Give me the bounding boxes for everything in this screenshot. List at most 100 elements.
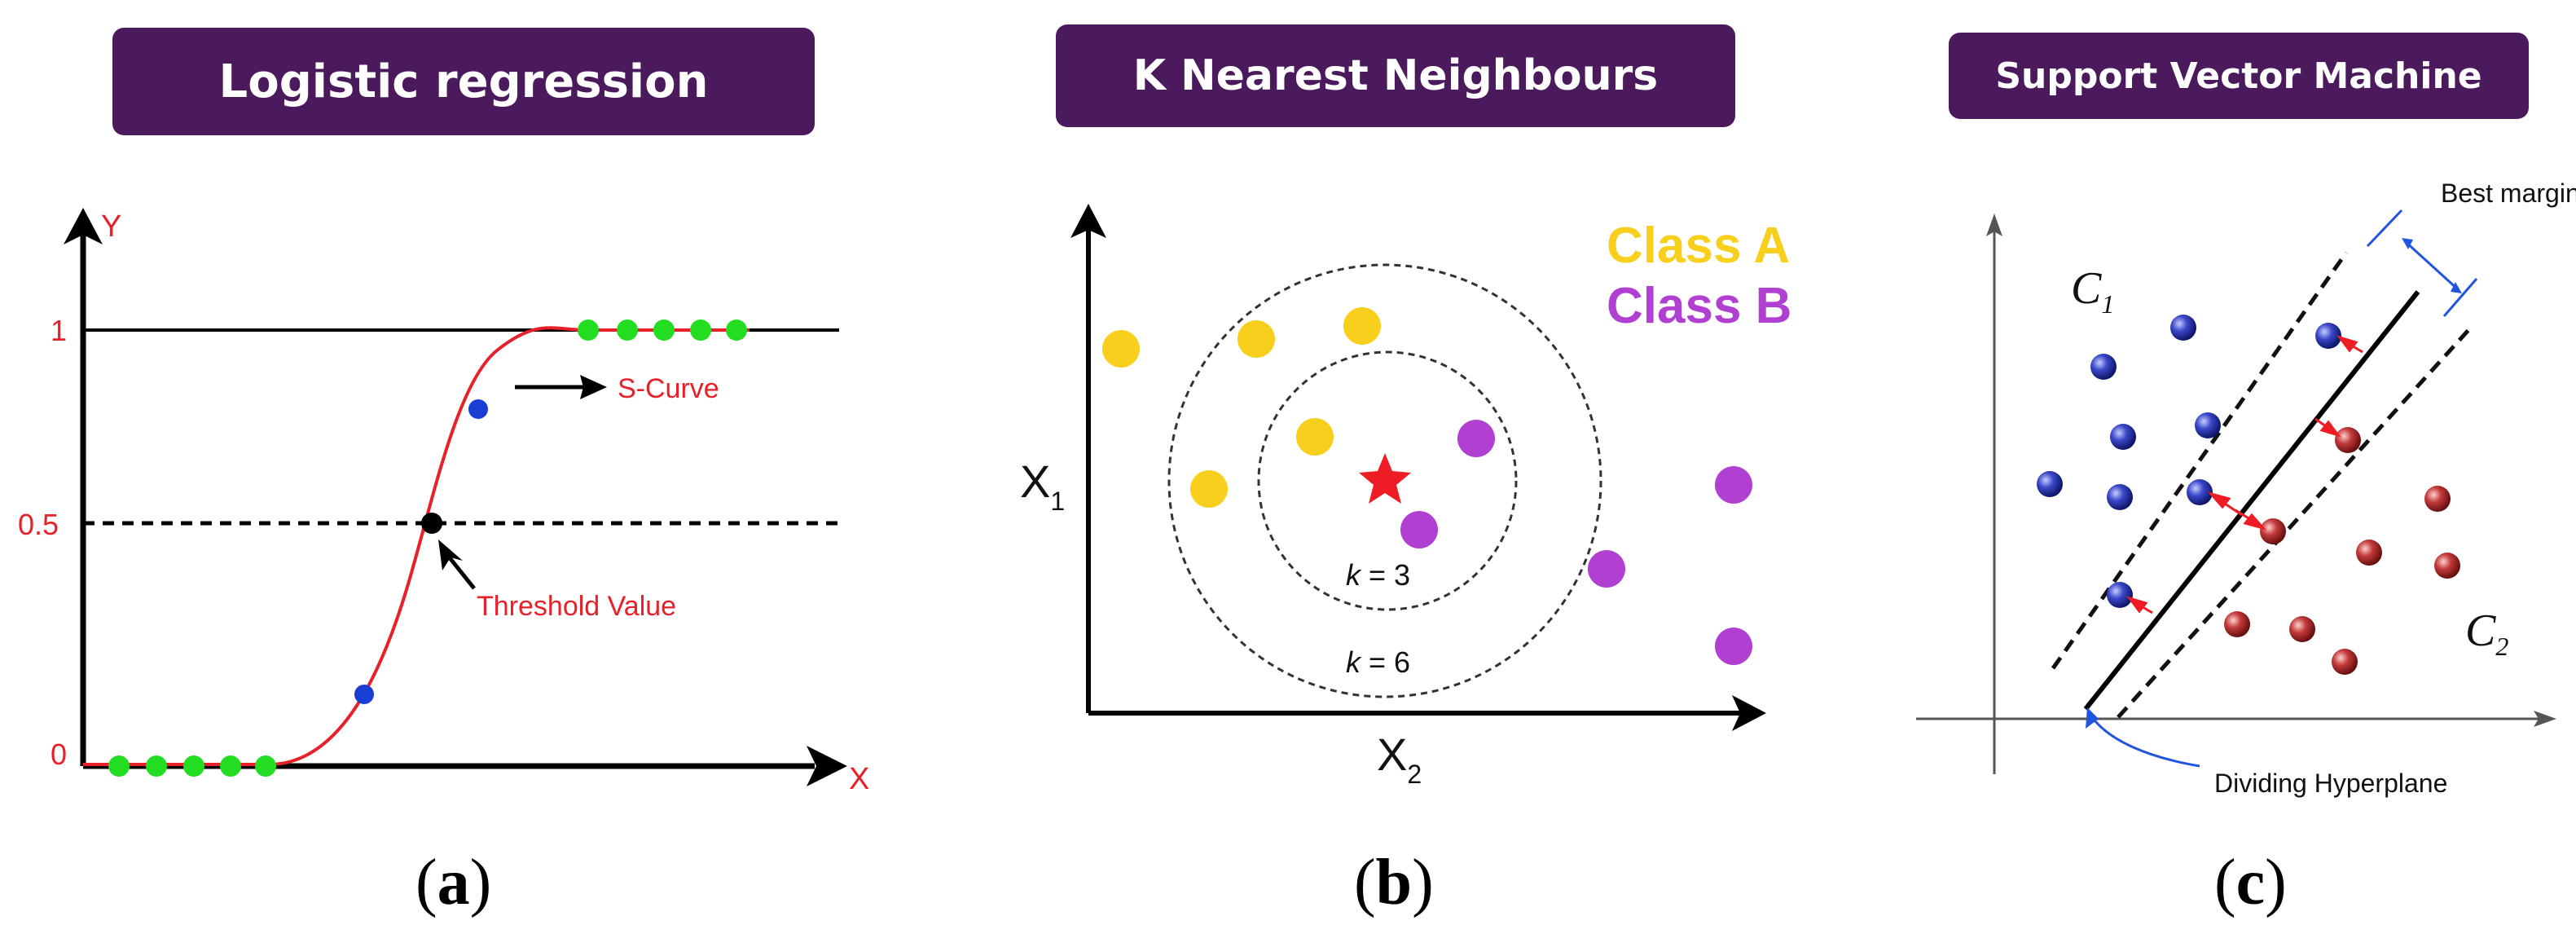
margin-arrowhead-left <box>2402 238 2413 249</box>
class-1-point <box>653 319 675 341</box>
class-b-point <box>1715 466 1752 504</box>
class-1-point <box>578 319 599 341</box>
class-b-point <box>1457 420 1495 457</box>
best-margin-label: Best margin <box>2441 178 2576 208</box>
class-2-point <box>2424 486 2451 512</box>
class-0-point <box>108 755 130 777</box>
margin-arrowhead <box>2126 596 2148 614</box>
mid-point <box>468 399 488 419</box>
k6-circle <box>1167 263 1602 698</box>
support-vector-red <box>2260 518 2286 544</box>
class-a-point <box>1190 470 1228 508</box>
class-0-point <box>146 755 167 777</box>
margin-arrowhead <box>2336 335 2358 353</box>
threshold-label: Threshold Value <box>477 591 676 622</box>
class-1-point <box>726 319 747 341</box>
margin-arrowhead <box>2319 420 2341 438</box>
panel-c-x-arrowhead <box>2534 711 2556 727</box>
hyperplane-pointer-arrowhead <box>2086 707 2099 729</box>
margin-arrowhead <box>2243 513 2267 531</box>
query-star-icon <box>1359 453 1411 504</box>
class-1-point <box>617 319 638 341</box>
panel-c-title: Support Vector Machine <box>1949 33 2529 119</box>
threshold-point <box>421 513 442 534</box>
s-curve-arrowhead <box>580 375 607 399</box>
panel-a-x-label: X <box>849 762 869 796</box>
support-vector-blue <box>2315 323 2341 349</box>
panel-a-label: (a) <box>415 847 492 918</box>
margin-tick-right <box>2442 278 2478 317</box>
class-1-point <box>2037 471 2063 497</box>
panel-b-y-arrowhead <box>1070 204 1106 238</box>
class-a-point <box>1237 320 1275 358</box>
tick-label-0: 0 <box>51 738 67 771</box>
class-1-point <box>2187 479 2213 505</box>
class-a-point <box>1343 307 1381 345</box>
panel-b-x-arrowhead <box>1732 695 1766 731</box>
class-2-point <box>2434 553 2460 579</box>
tick-label-1: 1 <box>51 314 67 347</box>
s-curve-label: S-Curve <box>618 373 719 404</box>
margin-arrowhead-right <box>2451 282 2462 293</box>
class-0-point <box>183 755 204 777</box>
panel-a-y-label: Y <box>101 209 121 244</box>
class-0-points <box>108 755 276 777</box>
panel-c-y-arrowhead <box>1986 214 2002 236</box>
class-2-point <box>2224 611 2250 637</box>
class-2-point <box>2356 540 2382 566</box>
class-b-point <box>1715 628 1752 665</box>
class-1-points <box>578 319 747 341</box>
k6-label: k = 6 <box>1346 645 1410 679</box>
support-vector-red <box>2335 427 2361 453</box>
s-curve <box>83 326 750 766</box>
mid-point <box>354 685 374 704</box>
hyperplane-pointer <box>2090 716 2200 768</box>
class-1-point <box>2107 484 2133 510</box>
tick-label-05: 0.5 <box>18 508 59 541</box>
margin-tick-left <box>2366 209 2403 248</box>
class-2-points <box>2224 427 2460 675</box>
class-1-label: C1 <box>2071 263 2114 319</box>
legend-class-a: Class A <box>1607 218 1790 274</box>
class-1-point <box>2195 412 2221 438</box>
class-b-points <box>1400 420 1752 665</box>
legend-class-b: Class B <box>1607 278 1791 334</box>
class-0-point <box>255 755 276 777</box>
class-0-point <box>220 755 241 777</box>
class-1-point <box>2110 424 2136 450</box>
panel-a-x-arrowhead <box>807 746 847 786</box>
threshold-arrowhead <box>438 540 463 570</box>
class-a-point <box>1102 330 1140 368</box>
class-a-points <box>1102 307 1381 508</box>
panel-b-y-label: X1 <box>1020 456 1065 516</box>
hyperplane-label: Dividing Hyperplane <box>2214 769 2447 798</box>
margin-arrowhead <box>2207 491 2231 509</box>
panel-c-label: (c) <box>2214 847 2287 918</box>
margin-arrows <box>2126 335 2363 614</box>
k3-circle <box>1257 350 1518 611</box>
panel-a-diagram: S-Curve Threshold Value Y X 1 0.5 0 <box>18 208 869 796</box>
class-1-point <box>2090 354 2117 380</box>
threshold-arrow <box>446 554 476 590</box>
panel-b-diagram: k = 3 k = 6 Class A Class B X1 X2 <box>1020 204 1791 789</box>
k3-label: k = 3 <box>1346 558 1410 592</box>
panel-a-title: Logistic regression <box>112 28 815 135</box>
class-1-point <box>2170 315 2196 341</box>
class-b-point <box>1400 511 1438 548</box>
panel-b-label: (b) <box>1354 847 1434 918</box>
class-1-point <box>690 319 711 341</box>
class-1-points <box>2037 315 2341 608</box>
panel-a-y-arrowhead <box>64 208 103 244</box>
panel-b-x-label: X2 <box>1377 729 1422 789</box>
panel-c-diagram: Best margin Dividing Hyperplane C1 C2 <box>1916 178 2576 798</box>
class-2-label: C2 <box>2465 606 2508 661</box>
margin-line-upper <box>2051 251 2349 670</box>
class-a-point <box>1296 418 1334 456</box>
margin-line-lower <box>2117 328 2470 719</box>
margin-measure-line <box>2403 240 2460 292</box>
panel-b-title: K Nearest Neighbours <box>1056 24 1735 127</box>
class-2-point <box>2289 616 2315 642</box>
class-b-point <box>1588 550 1625 588</box>
support-vector-blue <box>2107 582 2133 608</box>
